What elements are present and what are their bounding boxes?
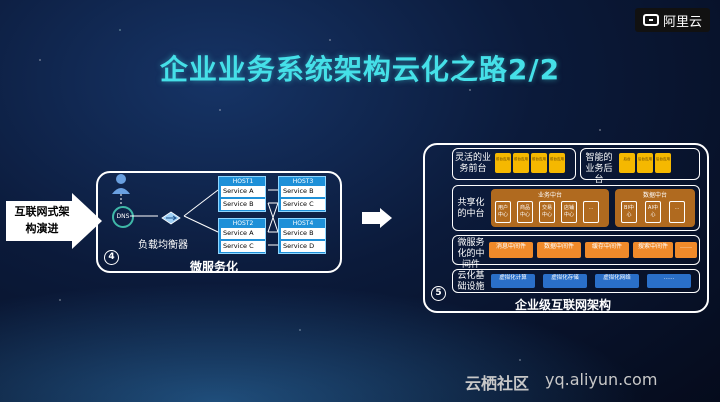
footer-url: yq.aliyun.com — [545, 370, 658, 389]
front-app-tile: 前台应用 — [495, 153, 511, 173]
service-label: Service A — [221, 228, 265, 239]
biz-center-tile: 店铺中心 — [561, 201, 577, 223]
host-title: HOST3 — [292, 178, 314, 185]
host-card: HOST4 Service B Service D — [278, 218, 326, 254]
back-app-tile: 后台 — [619, 153, 635, 173]
microservice-caption: 微服务化 — [190, 260, 239, 274]
evolution-arrow: 互联网式架构演进 — [6, 193, 106, 249]
service-label: Service B — [221, 199, 265, 210]
infra-tile: 虚拟化网络 — [595, 274, 639, 288]
slide-title: 企业业务系统架构云化之路2/2 — [159, 53, 561, 86]
front-office-row: 灵活的业务前台 前台应用 前台应用 前台应用 前台应用 — [452, 148, 576, 180]
data-center-tile: … — [669, 201, 685, 223]
row-label: 云化基础设施 — [457, 271, 485, 292]
host-card: HOST3 Service B Service C — [278, 176, 326, 212]
middleware-row: 微服务化的中间件 消息中间件 数据中间件 缓存中间件 搜索中间件 …… — [452, 235, 700, 270]
enterprise-caption: 企业级互联网架构 — [515, 298, 612, 312]
biz-center-tile: 用户中心 — [495, 201, 511, 223]
biz-center-tile: … — [583, 201, 599, 223]
enterprise-step-badge: 5 — [431, 286, 446, 301]
biz-center-tile: 交易中心 — [539, 201, 555, 223]
row-label: 微服务化的中间件 — [457, 238, 485, 270]
service-label: Service B — [281, 186, 325, 197]
logo-text: 阿里云 — [662, 14, 702, 30]
data-middle-box: 数据中台 BI中心 AI中心 … — [615, 189, 695, 227]
host-title: HOST4 — [292, 220, 314, 227]
biz-center-tile: 商品中心 — [517, 201, 533, 223]
infra-tile: 虚拟化存储 — [543, 274, 587, 288]
aliyun-logo: 阿里云 — [634, 8, 710, 32]
middleware-tile: 搜索中间件 — [633, 242, 673, 258]
service-label: Service C — [221, 241, 265, 252]
business-middle-title: 业务中台 — [537, 192, 562, 199]
dns-icon: DNS — [112, 206, 134, 228]
service-label: Service A — [221, 186, 265, 197]
infra-tile: 虚拟化计算 — [491, 274, 535, 288]
front-app-tile: 前台应用 — [531, 153, 547, 173]
host-card: HOST2 Service A Service C — [218, 218, 266, 254]
microservice-step-badge: 4 — [104, 250, 119, 265]
aliyun-logo-icon — [642, 14, 659, 26]
middleware-tile: 缓存中间件 — [585, 242, 629, 258]
middleware-tile: …… — [675, 242, 697, 258]
user-dns-link — [120, 194, 122, 206]
host-title: HOST2 — [232, 220, 254, 227]
infra-tile: …… — [647, 274, 691, 288]
microservice-panel — [96, 171, 342, 273]
back-app-tile: 后台应用 — [655, 153, 671, 173]
front-app-tile: 前台应用 — [549, 153, 565, 173]
service-label: Service C — [281, 199, 325, 210]
data-center-tile: AI中心 — [645, 201, 661, 223]
evolution-label: 互联网式架构演进 — [14, 205, 70, 235]
connection-lines — [130, 189, 279, 246]
load-balancer-icon — [161, 211, 181, 225]
host-card: HOST1 Service A Service B — [218, 176, 266, 212]
service-label: Service D — [281, 241, 325, 252]
middleware-tile: 数据中间件 — [537, 242, 581, 258]
enterprise-panel — [423, 143, 709, 313]
user-icon — [112, 174, 130, 194]
data-center-tile: BI中心 — [621, 201, 637, 223]
service-label: Service B — [281, 228, 325, 239]
footer-site-name: 云栖社区 — [465, 374, 530, 393]
middleware-tile: 消息中间件 — [489, 242, 533, 258]
row-label: 灵活的业务前台 — [455, 153, 492, 174]
row-label: 共享化的中台 — [457, 198, 485, 219]
data-middle-title: 数据中台 — [642, 192, 667, 199]
host-title: HOST1 — [232, 178, 254, 185]
infrastructure-row: 云化基础设施 虚拟化计算 虚拟化存储 虚拟化网络 …… — [452, 269, 700, 293]
business-middle-box: 业务中台 用户中心 商品中心 交易中心 店铺中心 … — [491, 189, 609, 227]
middle-platform-row: 共享化的中台 业务中台 用户中心 商品中心 交易中心 店铺中心 … 数据中台 B… — [452, 185, 700, 231]
load-balancer-label: 负载均衡器 — [138, 240, 188, 251]
front-app-tile: 前台应用 — [513, 153, 529, 173]
row-label: 智能的业务后台 — [585, 153, 613, 185]
back-office-row: 智能的业务后台 后台 后台应用 后台应用 — [580, 148, 700, 185]
back-app-tile: 后台应用 — [637, 153, 653, 173]
